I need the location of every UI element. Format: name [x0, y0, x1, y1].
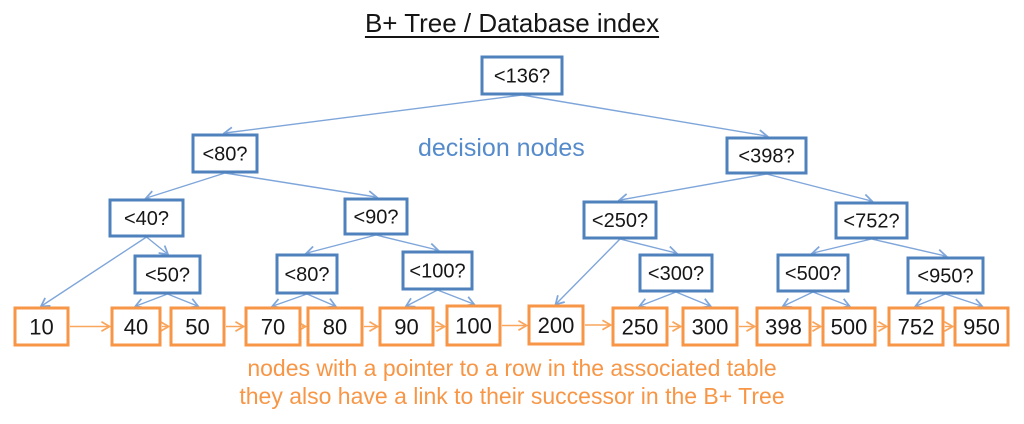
- node-label: 500: [831, 315, 868, 340]
- tree-edge-80-40: [144, 172, 226, 202]
- tree-edge-80b-80: [306, 293, 338, 309]
- tree-edge-90-80b: [304, 234, 377, 257]
- tree-edge-950-950: [945, 293, 984, 310]
- decision-node-136: <136?: [480, 55, 564, 96]
- tree-edge-40-10: [39, 236, 147, 308]
- node-label: <80?: [202, 144, 247, 166]
- node-label: <398?: [738, 146, 794, 168]
- tree-edge-250-200: [554, 238, 621, 306]
- tree-edge-136-398: [521, 94, 769, 141]
- diagram-title: B+ Tree / Database index: [364, 8, 660, 38]
- node-label: 950: [963, 315, 1000, 340]
- tree-edge-752-500: [810, 238, 872, 257]
- decision-node-100: <100?: [401, 250, 474, 291]
- node-label: 752: [898, 315, 935, 340]
- leaf-node-100: 100: [445, 304, 502, 347]
- node-label: 70: [261, 315, 285, 340]
- node-label: <250?: [592, 210, 648, 232]
- decision-node-80: <80?: [191, 133, 259, 174]
- node-label: 10: [29, 315, 53, 340]
- leaf-node-300: 300: [681, 306, 739, 347]
- tree-edge-80b-70: [270, 293, 308, 309]
- node-label: <90?: [353, 207, 398, 229]
- tree-edge-136-80: [222, 94, 523, 138]
- decision-node-40: <40?: [108, 198, 185, 238]
- tree-edge-752-950: [871, 238, 948, 260]
- node-label: 80: [323, 315, 347, 340]
- tree-edge-398-250: [617, 173, 767, 205]
- decision-node-398: <398?: [725, 136, 808, 175]
- node-label: 250: [622, 315, 659, 340]
- tree-edge-40-50: [146, 236, 170, 256]
- node-label: 300: [692, 315, 729, 340]
- node-label: 90: [394, 315, 418, 340]
- node-label: <950?: [917, 266, 973, 288]
- tree-edge-50-40: [133, 293, 168, 309]
- decision-node-90: <90?: [343, 197, 409, 236]
- leaf-node-500: 500: [821, 306, 877, 347]
- tree-edge-300-250: [637, 291, 677, 309]
- leaf-node-10: 10: [13, 306, 70, 347]
- decision-nodes-label: decision nodes: [418, 134, 585, 162]
- node-label: <300?: [648, 263, 704, 285]
- node-label: 100: [455, 314, 492, 339]
- decision-node-80b: <80?: [275, 253, 339, 295]
- decision-node-500: <500?: [776, 253, 850, 293]
- decision-node-300: <300?: [638, 253, 714, 293]
- tree-edge-950-752: [913, 293, 946, 309]
- leaf-node-90: 90: [378, 306, 435, 347]
- decision-node-950: <950?: [906, 256, 985, 295]
- leaf-node-398: 398: [755, 306, 812, 347]
- tree-edge-500-398: [781, 291, 814, 308]
- tree-edge-80-90: [224, 172, 379, 202]
- node-label: <50?: [145, 265, 190, 287]
- decision-node-752: <752?: [834, 201, 909, 240]
- leaf-node-70: 70: [244, 306, 302, 347]
- leaf-node-80: 80: [306, 306, 364, 347]
- leaf-node-50: 50: [169, 306, 226, 347]
- tree-edge-90-100: [375, 234, 440, 254]
- leaf-node-752: 752: [887, 306, 945, 347]
- tree-edge-300-300: [675, 291, 713, 309]
- caption-line-2: they also have a link to their successor…: [239, 383, 785, 409]
- node-label: <80?: [284, 264, 329, 286]
- leaf-node-40: 40: [110, 306, 162, 347]
- node-label: <136?: [494, 66, 550, 88]
- caption-line-1: nodes with a pointer to a row in the ass…: [247, 355, 777, 381]
- leaf-node-250: 250: [611, 306, 669, 347]
- node-label: 40: [124, 315, 148, 340]
- caption: nodes with a pointer to a row in the ass…: [0, 354, 1024, 410]
- tree-edge-250-300: [619, 238, 679, 257]
- leaf-node-200: 200: [527, 304, 585, 346]
- leaf-node-950: 950: [953, 306, 1010, 347]
- tree-edge-500-500: [812, 291, 852, 309]
- decision-node-50: <50?: [133, 254, 202, 295]
- decision-node-250: <250?: [582, 200, 658, 240]
- node-label: 50: [185, 315, 209, 340]
- node-label: 398: [765, 315, 802, 340]
- tree-edge-100-90: [404, 289, 438, 308]
- node-label: <500?: [785, 263, 841, 285]
- tree-edge-50-50: [167, 293, 200, 309]
- tree-edge-100-100: [437, 289, 476, 307]
- node-label: <40?: [124, 208, 169, 230]
- tree-edge-398-752: [766, 173, 874, 205]
- node-label: <752?: [843, 211, 899, 233]
- node-label: <100?: [409, 261, 465, 283]
- node-label: 200: [538, 313, 575, 338]
